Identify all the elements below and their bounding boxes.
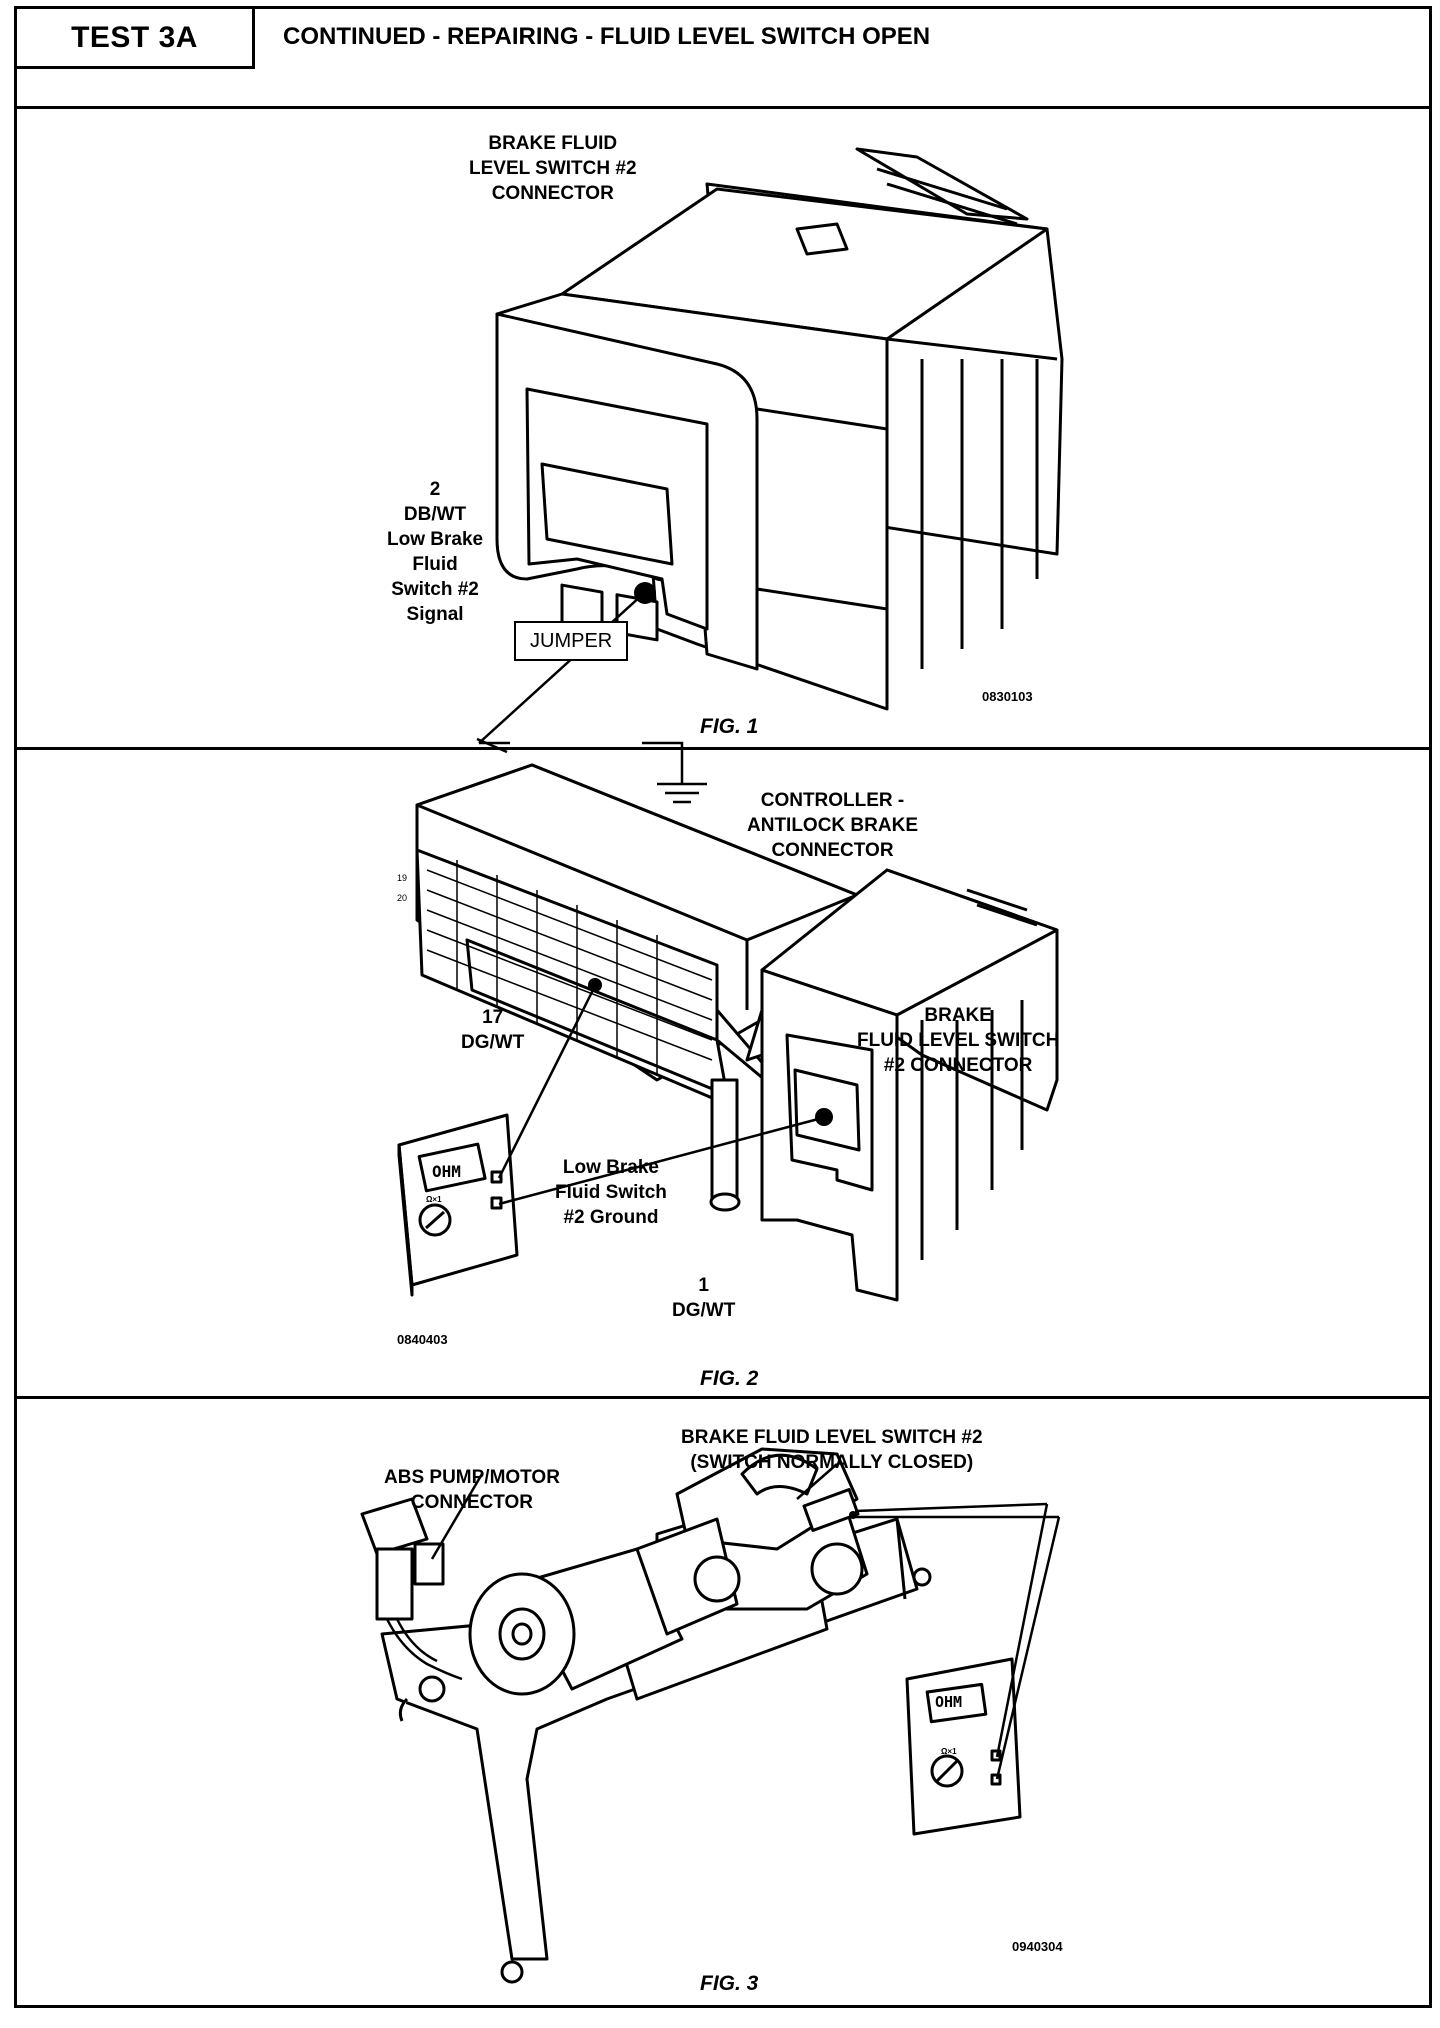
fig1-jumper-box: JUMPER	[514, 621, 629, 661]
fig1-caption: FIG. 1	[700, 715, 759, 738]
fig2-meter-display: OHM	[432, 1162, 461, 1181]
pin-mark-a: 19	[397, 873, 407, 883]
test-number: TEST 3A	[17, 9, 255, 69]
fig3-switch-label: BRAKE FLUID LEVEL SWITCH #2(SWITCH NORMA…	[681, 1427, 983, 1473]
pin-mark-b: 20	[397, 893, 407, 903]
fig1-image-code: 0830103	[982, 689, 1033, 704]
fig2-caption: FIG. 2	[700, 1367, 759, 1390]
page-title: CONTINUED - REPAIRING - FLUID LEVEL SWIT…	[283, 23, 931, 50]
page-header: TEST 3A CONTINUED - REPAIRING - FLUID LE…	[17, 9, 1429, 109]
pin-17-marker	[588, 978, 602, 992]
fig2-image-code: 0840403	[397, 1332, 448, 1347]
pin-1-marker	[815, 1108, 833, 1126]
figure-3-panel: BRAKE FLUID LEVEL SWITCH #2(SWITCH NORMA…	[17, 1399, 1429, 2005]
fig2-meter-range: Ω×1	[426, 1195, 442, 1204]
switch-terminal-marker	[849, 1511, 857, 1519]
fig3-meter-display: OHM	[935, 1693, 963, 1711]
fig1-connector-drawing	[476, 147, 1064, 804]
fig3-meter-range: Ω×1	[941, 1747, 957, 1756]
fig2-drawing: 19 20	[397, 763, 1059, 1302]
fig3-caption: FIG. 3	[700, 1972, 759, 1995]
service-manual-page: TEST 3A CONTINUED - REPAIRING - FLUID LE…	[14, 6, 1432, 2008]
fig3-pump-drawing	[360, 1447, 1061, 1984]
fig3-image-code: 0940304	[1012, 1939, 1063, 1954]
